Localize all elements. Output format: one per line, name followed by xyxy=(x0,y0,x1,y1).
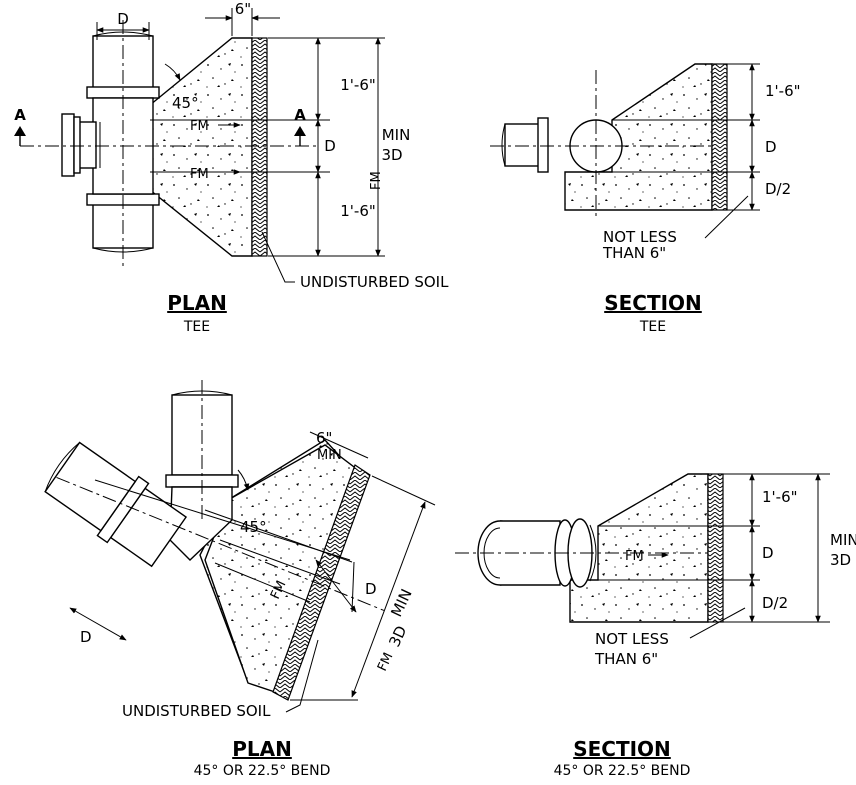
section-bend-min-label: MIN xyxy=(830,531,856,549)
section-tee-dim-lower: D/2 xyxy=(765,180,791,198)
section-bend-fm: FM xyxy=(625,549,644,564)
section-mark-right: A xyxy=(294,106,306,124)
bend-pipe-d: D xyxy=(80,628,92,646)
bend-min-value: 3D xyxy=(385,623,410,650)
bend-fm-label: FM xyxy=(268,578,289,601)
section-bend-note-1: NOT LESS xyxy=(595,630,669,648)
svg-text:1'-6": 1'-6" xyxy=(340,202,376,220)
section-bend-note-2: THAN 6" xyxy=(594,650,658,668)
section-tee-note-1: NOT LESS xyxy=(603,228,677,246)
svg-text:1'-6": 1'-6" xyxy=(340,76,376,94)
section-bend-dim-upper: 1'-6" xyxy=(762,488,798,506)
bend-dim-min: MIN xyxy=(317,448,342,463)
section-tee-soil xyxy=(711,63,728,211)
fm-label-2: FM xyxy=(190,167,209,182)
bend-dim-d: D xyxy=(365,580,377,598)
plan-tee-title: PLAN xyxy=(167,291,227,315)
section-tee-dim-mid: D xyxy=(765,138,777,156)
soil-label: UNDISTURBED SOIL xyxy=(300,273,449,291)
section-tee-block xyxy=(564,63,713,211)
dim-pipe-d: D xyxy=(117,10,129,28)
angle-label: 45° xyxy=(172,94,199,112)
undisturbed-soil-hatch xyxy=(251,37,268,257)
section-tee-title: SECTION xyxy=(604,291,702,315)
plan-tee-subtitle: TEE xyxy=(183,319,210,335)
fm-label-1: FM xyxy=(190,119,209,134)
section-bend-dim-lower: D/2 xyxy=(762,594,788,612)
section-mark-left: A xyxy=(14,106,26,124)
section-bend-soil xyxy=(707,473,724,623)
bend-angle-label: 45° xyxy=(240,518,267,536)
section-tee-view: 1'-6" D D/2 NOT LESS THAN 6" SECTION TEE xyxy=(490,63,801,335)
plan-bend-title: PLAN xyxy=(232,737,292,761)
dim-upper: 1'-6" xyxy=(340,76,376,94)
concrete-thrust-block xyxy=(149,37,253,257)
bend-soil-label: UNDISTURBED SOIL xyxy=(122,702,271,720)
section-bend-title: SECTION xyxy=(573,737,671,761)
dim-middle: D xyxy=(324,137,336,155)
section-tee-subtitle: TEE xyxy=(639,319,666,335)
section-arrow-left xyxy=(14,126,26,136)
section-bend-subtitle: 45° OR 22.5° BEND xyxy=(554,763,691,779)
dim-lower: 1'-6" xyxy=(340,202,376,220)
bend-dim-six: 6" xyxy=(316,429,332,447)
section-tee-dim-upper: 1'-6" xyxy=(765,82,801,100)
section-bend-view: FM 1'-6" D D/2 MIN 3D NOT LESS THAN 6" S… xyxy=(455,473,856,779)
plan-bend-subtitle: 45° OR 22.5° BEND xyxy=(194,763,331,779)
min-label: MIN xyxy=(382,126,411,144)
plan-bend-view: 45° 6" MIN D D MIN 3D FM FM UNDISTURBED … xyxy=(44,380,436,779)
section-bend-block xyxy=(569,473,709,623)
section-bend-min-value: 3D xyxy=(830,551,851,569)
min-value: 3D xyxy=(381,146,402,164)
section-tee-note-2: THAN 6" xyxy=(602,244,666,262)
bend-fm-rotated: FM xyxy=(375,650,396,673)
plan-tee-view: A A D 6" 45° FM FM 1'-6" 1'-6" xyxy=(14,0,449,335)
section-bend-dim-mid: D xyxy=(762,544,774,562)
fm-rotated: FM xyxy=(369,171,384,190)
section-arrow-right xyxy=(294,126,306,136)
dim-six-inch: 6" xyxy=(235,0,251,18)
